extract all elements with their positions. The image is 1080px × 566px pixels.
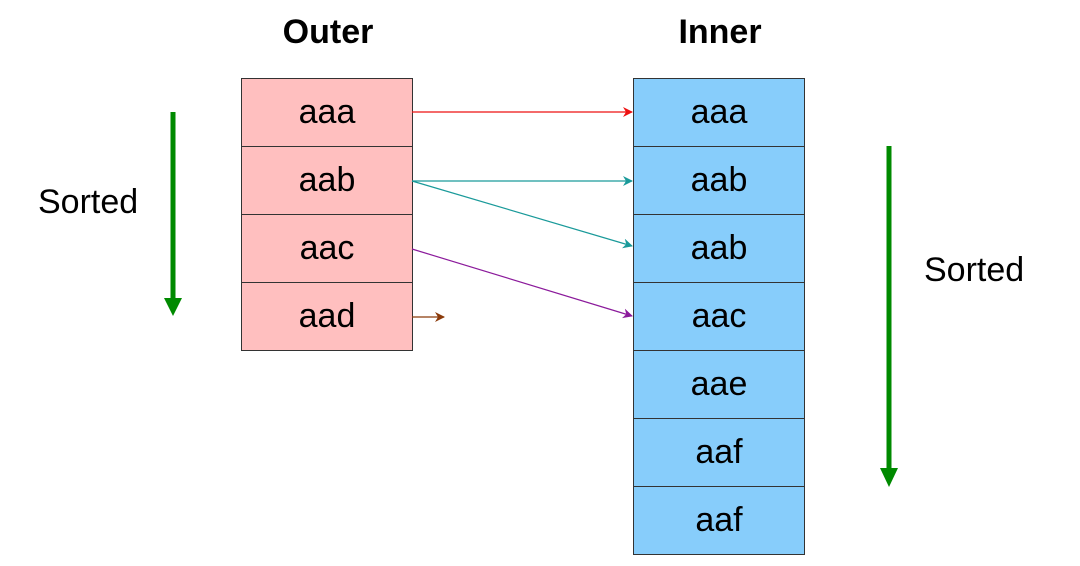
inner-row: aae <box>634 351 804 419</box>
inner-row: aaf <box>634 487 804 555</box>
sorted-label-inner: Sorted <box>924 251 1025 289</box>
outer-row: aab <box>242 147 412 215</box>
outer-row: aaa <box>242 79 412 147</box>
sort-arrow-inner <box>880 146 898 487</box>
inner-row: aac <box>634 283 804 351</box>
inner-row: aaa <box>634 79 804 147</box>
inner-title: Inner <box>678 13 762 51</box>
inner-row: aab <box>634 215 804 283</box>
inner-row: aab <box>634 147 804 215</box>
inner-table: aaa aab aab aac aae aaf aaf <box>633 78 805 555</box>
match-arrow-aac <box>411 248 633 319</box>
outer-title: Outer <box>282 13 374 51</box>
inner-row: aaf <box>634 419 804 487</box>
outer-row: aac <box>242 215 412 283</box>
outer-table: aaa aab aac aad <box>241 78 413 351</box>
sort-arrow-outer <box>164 112 182 316</box>
outer-row: aad <box>242 283 412 351</box>
sorted-label-outer: Sorted <box>38 183 139 221</box>
match-arrow-aab-second <box>411 180 633 249</box>
